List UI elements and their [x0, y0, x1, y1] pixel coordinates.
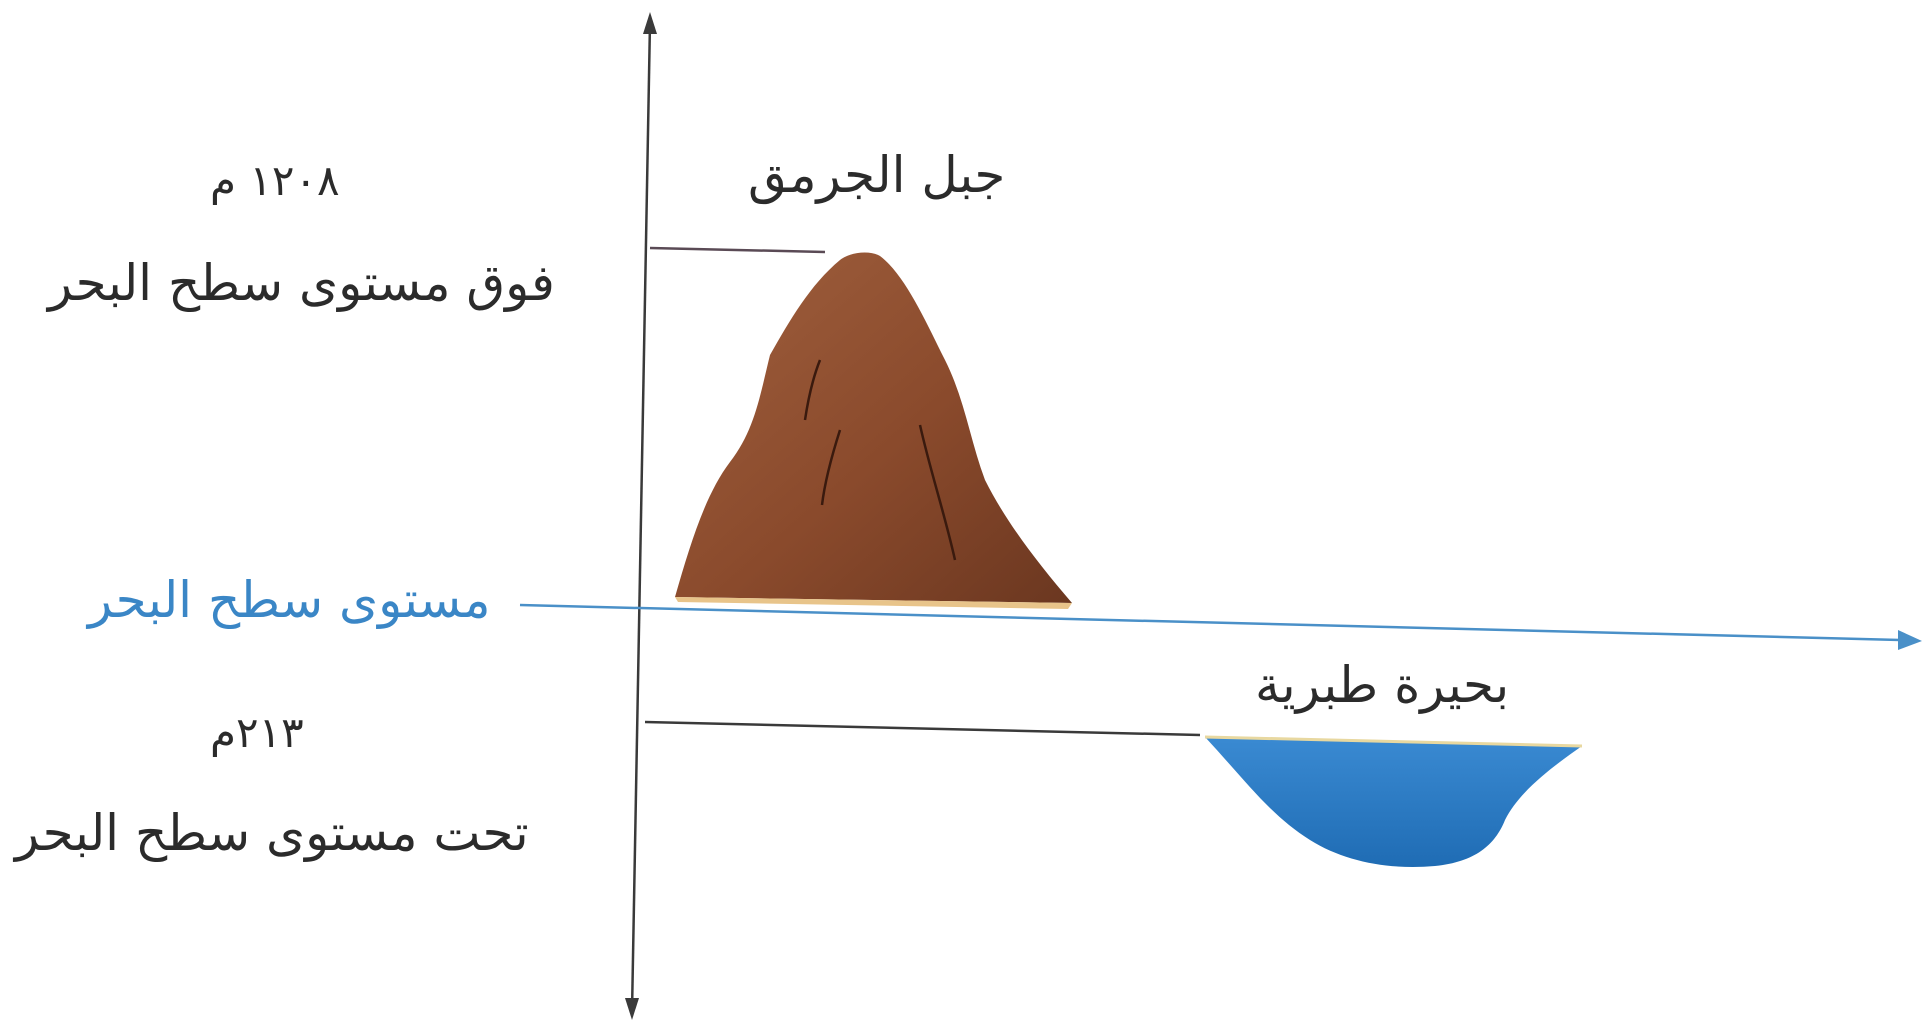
mountain-crack-2 — [820, 429, 842, 506]
vertical-axis-arrow-up — [643, 12, 657, 34]
lake-depth-line — [644, 720, 1201, 737]
lake-surface — [1204, 735, 1583, 748]
lake-name-label: بحيرة طبرية — [1255, 656, 1510, 714]
mountain-crack-1 — [803, 359, 822, 421]
vertical-axis — [630, 21, 652, 1013]
mountain-name-label: جبل الجرمق — [748, 146, 1006, 204]
lake-shape — [1205, 737, 1582, 867]
vertical-axis-arrow-down — [625, 998, 639, 1020]
sea-level-line — [519, 603, 1901, 642]
sea-level-label: مستوى سطح البحر — [88, 571, 491, 629]
mountain-height-label: ١٢٠٨ م — [210, 156, 340, 205]
lake-depth-label: ٢١٣م — [210, 708, 304, 757]
mountain-base — [675, 597, 1072, 609]
mountain-height-desc-label: فوق مستوى سطح البحر — [48, 254, 555, 312]
mountain-height-line — [649, 246, 826, 254]
lake-depth-desc-label: تحت مستوى سطح البحر — [15, 804, 529, 862]
mountain-crack-3 — [918, 424, 957, 561]
mountain-shape — [675, 252, 1072, 603]
sea-level-arrow — [1898, 630, 1922, 650]
